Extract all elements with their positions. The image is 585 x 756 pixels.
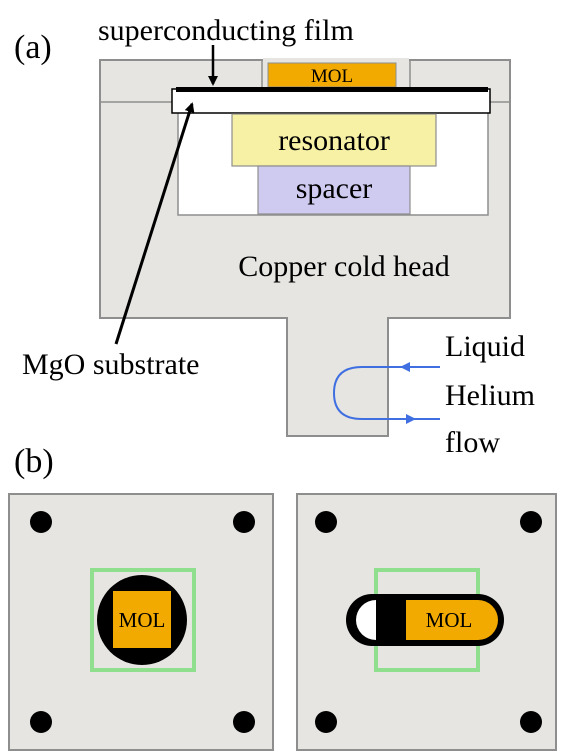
mgo-substrate	[171, 88, 491, 114]
left-plate: MOL	[8, 493, 274, 751]
mounting-hole-icon	[30, 711, 52, 733]
mgo-substrate-arrow	[114, 102, 195, 345]
mounting-hole-icon	[30, 511, 52, 533]
right-plate: MOL	[296, 493, 557, 751]
spacer	[257, 165, 411, 215]
helium-loop	[332, 366, 440, 420]
copper-cold-head-label: Copper cold head	[238, 250, 450, 283]
resonator-outline	[90, 568, 196, 672]
left-mol-sample	[113, 591, 171, 648]
superconducting-film	[176, 87, 488, 92]
panel-b-label: (b)	[14, 443, 54, 480]
mol-label: MOL	[311, 66, 353, 87]
right-mol-label: MOL	[426, 608, 473, 632]
mgo-substrate-label: MgO substrate	[22, 348, 199, 381]
helium-label-line3: flow	[445, 426, 500, 459]
spacer-label: spacer	[296, 172, 373, 205]
mounting-hole-icon	[520, 511, 542, 533]
superconducting-film-label: superconducting film	[98, 14, 354, 47]
helium-label-line1: Liquid	[445, 330, 525, 363]
mounting-hole-icon	[315, 511, 337, 533]
right-mol-sample	[406, 600, 498, 640]
mounting-hole-icon	[520, 711, 542, 733]
mounting-hole-icon	[233, 711, 255, 733]
resonator-label: resonator	[278, 124, 390, 157]
helium-label-line2: Helium	[445, 379, 535, 412]
left-mol-label: MOL	[119, 608, 166, 632]
mounting-hole-icon	[233, 511, 255, 533]
capsule-empty-end	[356, 600, 376, 640]
mounting-hole-icon	[315, 711, 337, 733]
panel-a-label: (a)	[14, 29, 52, 66]
